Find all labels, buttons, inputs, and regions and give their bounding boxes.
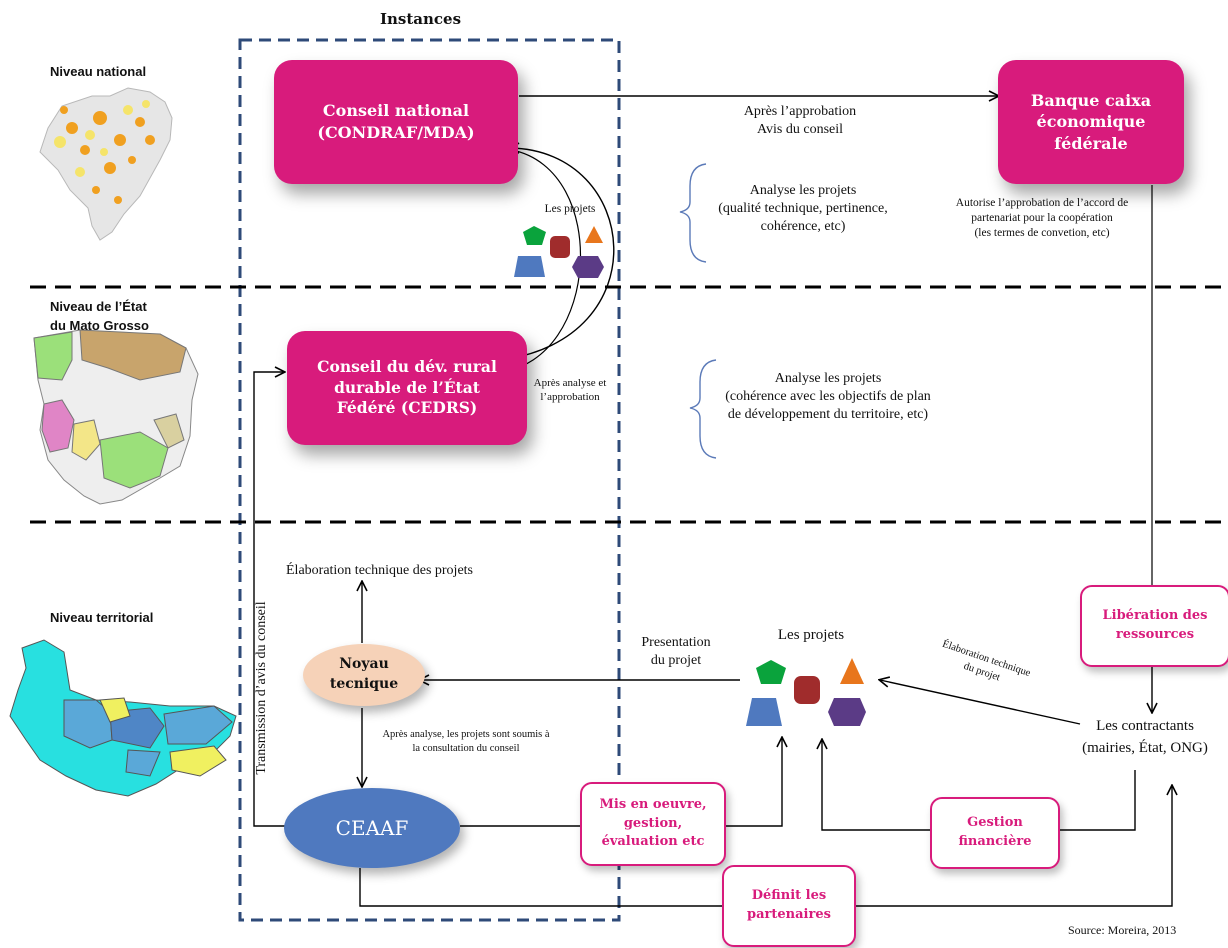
presentation-line2: du projet [650,653,702,669]
mato-grosso-map [33,329,199,505]
conseil-national-line1: Conseil national [322,101,470,121]
apres-analyse-line2: l’approbation [540,391,600,404]
analyse2-line3: de développement du territoire, etc) [727,407,929,423]
analyse-national-note: Analyse les projets (qualité technique, … [698,182,908,237]
mis-line1: Mis en oeuvre, [599,796,707,812]
territory-map [9,639,237,797]
source-label: Source: Moreira, 2013 [1068,923,1177,937]
project-shapes-main [746,658,866,726]
mis-en-oeuvre-box: Mis en oeuvre, gestion, évaluation etc [580,782,726,866]
cedrs-line3: Fédéré (CEDRS) [336,398,478,418]
definit-line2: partenaires [747,907,831,922]
soumis-line1: Après analyse, les projets sont soumis à [382,729,550,740]
ceaaf-ellipse: CEAAF [284,788,460,868]
liberation-box: Libération des ressources [1080,585,1228,667]
definit-line1: Définit les [751,888,827,904]
brazil-map [39,87,173,241]
conseil-national-line2: (CONDRAF/MDA) [317,123,475,142]
arrow-ceaaf-cedrs [253,372,290,827]
level-state-line1: Niveau de l’État [50,299,147,314]
autorise-line1: Autorise l’approbation de l’accord de [955,197,1129,209]
bracket-1 [679,163,707,263]
banque-box: Banque caixa économique fédérale [998,60,1184,184]
instances-frame [238,38,621,922]
banque-line1: Banque caixa [1030,90,1152,110]
autorise-line3: (les termes de convetion, etc) [974,226,1110,239]
arrow-cedrs-to-national [499,148,615,361]
contractants-line1: Les contractants [1096,718,1194,734]
level-territorial-label: Niveau territorial [50,610,154,625]
transmission-label: Transmission d’avis du conseil [254,601,269,775]
les-projets-main-label: Les projets [777,627,845,643]
presentation-note: Presentation du projet [616,634,736,670]
apres-approbation-note: Après l’approbation Avis du conseil [730,103,870,139]
analyse-state-note: Analyse les projets (cohérence avec les … [700,370,956,425]
mis-line3: évaluation etc [601,834,705,850]
analyse1-line1: Analyse les projets [749,183,857,198]
gestion-line2: financière [958,834,1032,849]
noyau-tecnique-ellipse: Noyau tecnique [303,644,425,706]
cedrs-line2: durable de l’État [334,377,480,397]
apres-approbation-line2: Avis du conseil [756,122,844,138]
cedrs-line1: Conseil du dév. rural [317,356,497,376]
mis-line2: gestion, [623,815,683,831]
banque-line3: fédérale [1054,133,1128,153]
gestion-line1: Gestion [967,815,1023,831]
contractants-note: Les contractants (mairies, État, ONG) [1066,716,1224,760]
noyau-line2: tecnique [329,676,399,692]
definit-partenaires-box: Définit les partenaires [722,865,856,947]
les-projets-small-label: Les projets [544,203,596,215]
autorise-line2: partenariat pour la coopération [971,211,1113,224]
instances-title: Instances [380,10,462,28]
apres-analyse-line1: Après analyse et [533,377,607,389]
cedrs-box: Conseil du dév. rural durable de l’État … [287,331,527,445]
analyse1-line2: (qualité technique, pertinence, [718,201,888,217]
project-shapes-small [514,226,604,278]
soumis-line2: la consultation du conseil [412,742,520,754]
analyse1-line3: cohérence, etc) [760,219,846,235]
analyse2-line1: Analyse les projets [774,371,882,386]
presentation-line1: Presentation [641,635,711,650]
contractants-line2: (mairies, État, ONG) [1082,739,1208,756]
conseil-national-box: Conseil national (CONDRAF/MDA) [274,60,518,184]
elaboration-technique-label: Élaboration technique des projets [286,563,473,578]
autorise-note: Autorise l’approbation de l’accord de pa… [930,196,1154,241]
level-state-line2: du Mato Grosso [50,317,149,333]
arrow-contractants-projets [880,680,1081,725]
level-state-label: Niveau de l’État du Mato Grosso [50,298,149,336]
level-national-label: Niveau national [50,64,147,79]
apres-analyse-soumis-note: Après analyse, les projets sont soumis à… [366,728,566,755]
noyau-line1: Noyau [339,656,389,673]
arrow-ceaaf-projets [460,738,782,827]
analyse2-line2: (cohérence avec les objectifs de plan [725,389,931,405]
banque-line2: économique [1036,112,1146,132]
gestion-financiere-box: Gestion financière [930,797,1060,869]
liberation-line2: ressources [1115,627,1195,642]
apres-analyse-note: Après analyse et l’approbation [526,376,614,405]
apres-approbation-line1: Après l’approbation [743,104,857,119]
bracket-2 [689,359,717,459]
liberation-line1: Libération des [1102,608,1208,624]
